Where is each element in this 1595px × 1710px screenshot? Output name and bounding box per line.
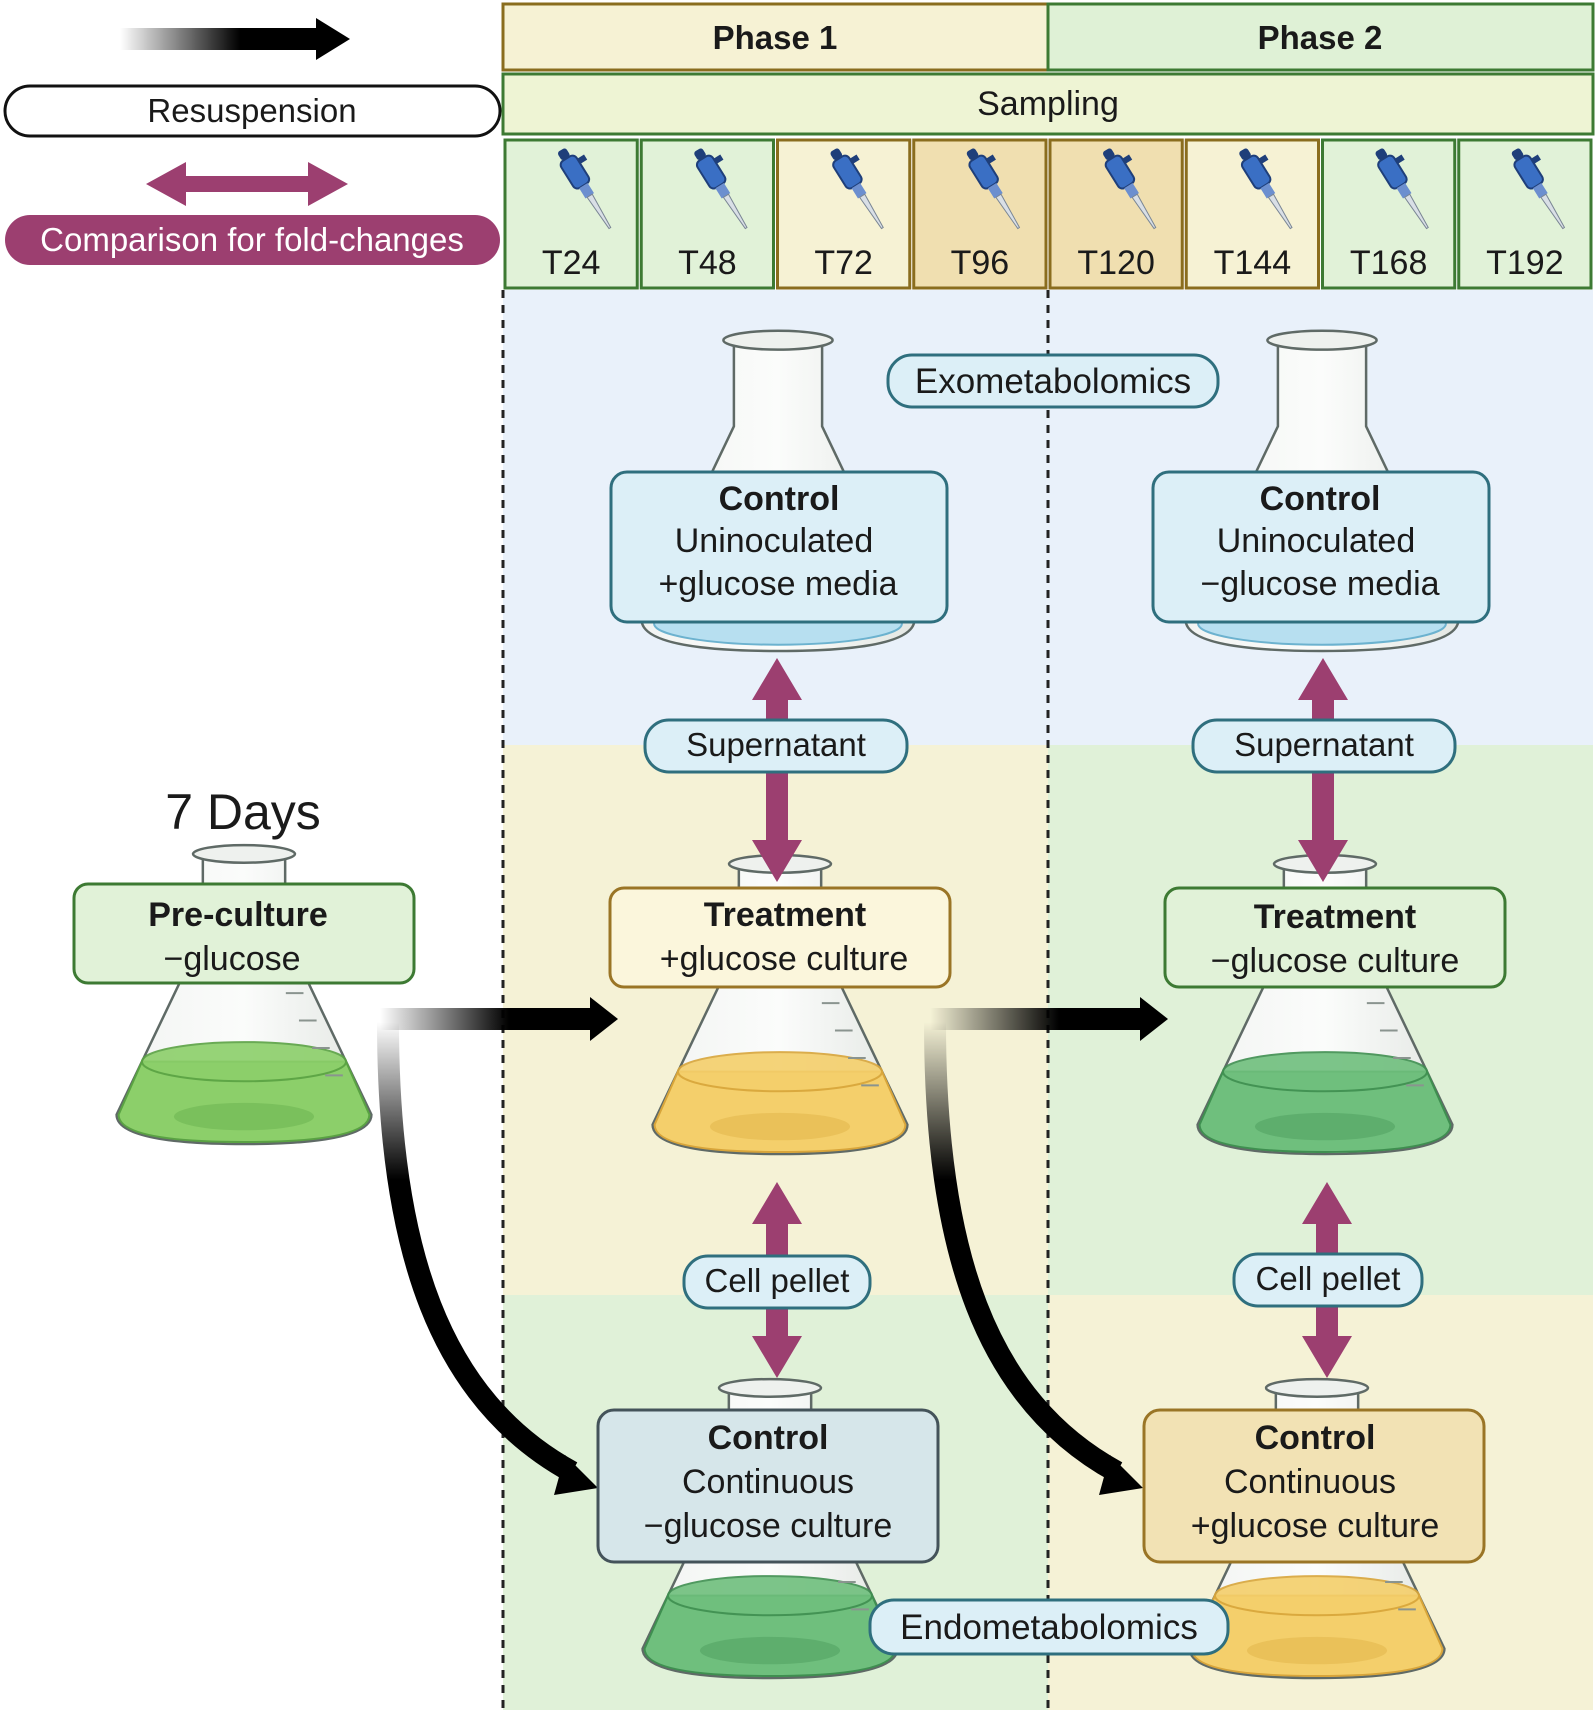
- phase2-header: [1046, 2, 1595, 72]
- duration-label: 7 Days: [165, 784, 321, 840]
- endometabolomics-label: Endometabolomics: [900, 1608, 1198, 1647]
- phase2-control-bottom-title: Control: [1255, 1419, 1376, 1457]
- phase1-label: Phase 1: [713, 19, 838, 56]
- legend-comparison-arrow: [146, 162, 348, 206]
- phase1-control-uninoculated-box: [609, 470, 949, 624]
- flask-phase2-treatment: [1196, 853, 1454, 1156]
- legend-resuspension-pill: [3, 84, 502, 138]
- legend-resuspension-arrow-head: [316, 18, 350, 60]
- phase1-control-top-title: Control: [719, 480, 840, 518]
- sampling-bar: [501, 72, 1595, 136]
- timepoint-cell: T192: [1457, 138, 1593, 290]
- cell-pellet-pill-phase1: [682, 1254, 872, 1310]
- timepoint-cell: T48: [639, 138, 775, 290]
- timepoint-label: T144: [1214, 244, 1292, 282]
- legend: Resuspension Comparison for fold-changes: [3, 18, 502, 265]
- timepoint-label: T168: [1350, 244, 1428, 282]
- flask-preculture: [115, 843, 373, 1146]
- phase2-control-bottom-line2: +glucose culture: [1191, 1507, 1440, 1545]
- pipette-icon: [1103, 148, 1157, 230]
- phase2-control-top-line1: Uninoculated: [1217, 522, 1415, 560]
- exometabolomics-pill: [886, 353, 1220, 409]
- resuspension-arrow-head-2: [1140, 997, 1168, 1041]
- resuspension-arrows: [377, 997, 1168, 1495]
- resuspension-arrow-to-phase2-treatment: [930, 1008, 1145, 1030]
- phase1-treatment-box: [608, 886, 952, 989]
- timepoint-cell: T168: [1321, 138, 1457, 290]
- resuspension-curve-head-2: [1099, 1455, 1143, 1495]
- pipette-icon: [830, 148, 884, 230]
- legend-comparison-label: Comparison for fold-changes: [40, 221, 464, 258]
- timepoint-cell: T96: [912, 138, 1048, 290]
- resuspension-curve-to-phase1-control: [377, 1021, 578, 1482]
- phase2-control-bottom-line1: Continuous: [1224, 1463, 1396, 1501]
- timepoint-cell: T120: [1048, 138, 1184, 290]
- pipette-icon: [1375, 148, 1429, 230]
- phase1-control-continuous-box: [596, 1408, 940, 1564]
- phase2-control-top-line2: −glucose media: [1200, 565, 1439, 603]
- cell-pellet-label-phase1: Cell pellet: [705, 1262, 850, 1299]
- timepoint-label: T120: [1077, 244, 1155, 282]
- phase1-control-top-line2: +glucose media: [658, 565, 897, 603]
- phase2-treatment-condition: −glucose culture: [1211, 942, 1460, 980]
- timepoint-cell-bg: [912, 138, 1048, 290]
- timepoint-label: T96: [951, 244, 1010, 282]
- pipette-icon: [694, 148, 748, 230]
- phase2-control-uninoculated-box: [1151, 470, 1491, 624]
- sampling-label: Sampling: [977, 85, 1119, 123]
- phase1-header: [501, 2, 1050, 72]
- legend-resuspension-label: Resuspension: [147, 92, 356, 129]
- phase2-control-continuous-box: [1142, 1408, 1486, 1564]
- supernatant-label-phase2: Supernatant: [1234, 726, 1414, 763]
- pipette-icon: [1511, 148, 1566, 230]
- resuspension-arrow-to-phase1-treatment: [380, 1008, 595, 1030]
- phase1-control-bottom-line1: Continuous: [682, 1463, 854, 1501]
- phase2-label: Phase 2: [1258, 19, 1383, 56]
- resuspension-curve-head-1: [554, 1455, 598, 1495]
- phase2-treatment-title: Treatment: [1254, 898, 1417, 936]
- pipette-icon: [558, 148, 612, 230]
- preculture-condition: −glucose: [163, 940, 300, 978]
- pipette-icon: [966, 148, 1021, 230]
- phase1-treatment-condition: +glucose culture: [660, 940, 909, 978]
- timepoint-label: T48: [678, 244, 737, 282]
- phase2-control-top-title: Control: [1260, 480, 1381, 518]
- timepoint-label: T24: [542, 244, 601, 282]
- timepoint-label: T192: [1486, 244, 1564, 282]
- cell-pellet-pill-phase2: [1232, 1252, 1424, 1308]
- timepoint-cell: T24: [503, 138, 639, 290]
- preculture-box: [72, 882, 416, 985]
- cell-pellet-label-phase2: Cell pellet: [1256, 1260, 1401, 1297]
- endometabolomics-pill: [868, 1598, 1230, 1656]
- phase1-control-top-line1: Uninoculated: [675, 522, 873, 560]
- timepoint-cell: T72: [776, 138, 912, 290]
- timepoint-cell: T144: [1184, 138, 1320, 290]
- legend-comparison-pill: [5, 215, 500, 265]
- supernatant-label-phase1: Supernatant: [686, 726, 866, 763]
- exometabolomics-label: Exometabolomics: [915, 362, 1191, 401]
- phase2-treatment-box: [1163, 886, 1507, 989]
- supernatant-pill-phase1: [643, 718, 909, 774]
- phase1-treatment-title: Treatment: [704, 896, 867, 934]
- resuspension-curve-to-phase2-control: [924, 1021, 1123, 1482]
- phase1-control-bottom-title: Control: [708, 1419, 829, 1457]
- legend-resuspension-arrow-shaft: [120, 28, 320, 50]
- resuspension-arrow-head-1: [590, 997, 618, 1041]
- preculture-title: Pre-culture: [148, 896, 328, 934]
- supernatant-pill-phase2: [1191, 718, 1457, 774]
- timepoint-label: T72: [814, 244, 873, 282]
- phase1-control-bottom-line2: −glucose culture: [644, 1507, 893, 1545]
- timepoint-row: T24 T48 T72 T96 T120 T144 T168 T192: [503, 138, 1593, 290]
- pipette-icon: [1239, 148, 1293, 230]
